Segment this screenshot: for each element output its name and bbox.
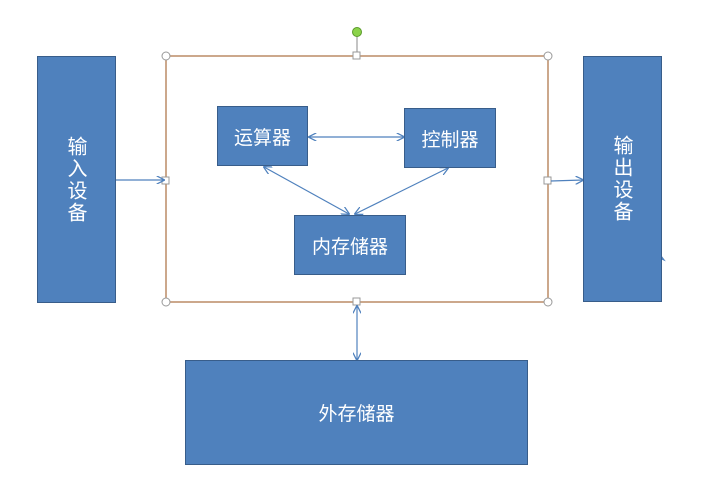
input-device-label: 输入设备 — [64, 135, 88, 224]
external-storage-box[interactable]: 外存储器 — [185, 360, 528, 465]
output-device-box[interactable]: 输出设备 — [583, 56, 662, 302]
alu-label: 运算器 — [233, 126, 291, 149]
memory-label: 内存储器 — [311, 235, 388, 258]
resize-handle-top-right[interactable] — [543, 51, 553, 61]
external-storage-label: 外存储器 — [318, 403, 395, 425]
memory-box[interactable]: 内存储器 — [294, 215, 406, 275]
resize-handle-bottom-right[interactable] — [543, 297, 553, 307]
controller-box[interactable]: 控制器 — [404, 108, 496, 168]
arrow-host-to-output — [550, 180, 583, 181]
resize-handle-top[interactable] — [352, 51, 361, 60]
controller-label: 控制器 — [421, 128, 479, 151]
output-device-label: 输出设备 — [610, 135, 634, 223]
resize-handle-right[interactable] — [543, 176, 552, 185]
resize-handle-bottom[interactable] — [352, 297, 361, 306]
arrow-controller-memory — [355, 168, 448, 214]
alu-box[interactable]: 运算器 — [217, 106, 308, 166]
resize-handle-bottom-left[interactable] — [161, 297, 171, 307]
rotation-handle[interactable] — [352, 27, 362, 37]
arrow-alu-memory — [264, 167, 349, 214]
resize-handle-top-left[interactable] — [161, 51, 171, 61]
input-device-box[interactable]: 输入设备 — [37, 56, 116, 303]
